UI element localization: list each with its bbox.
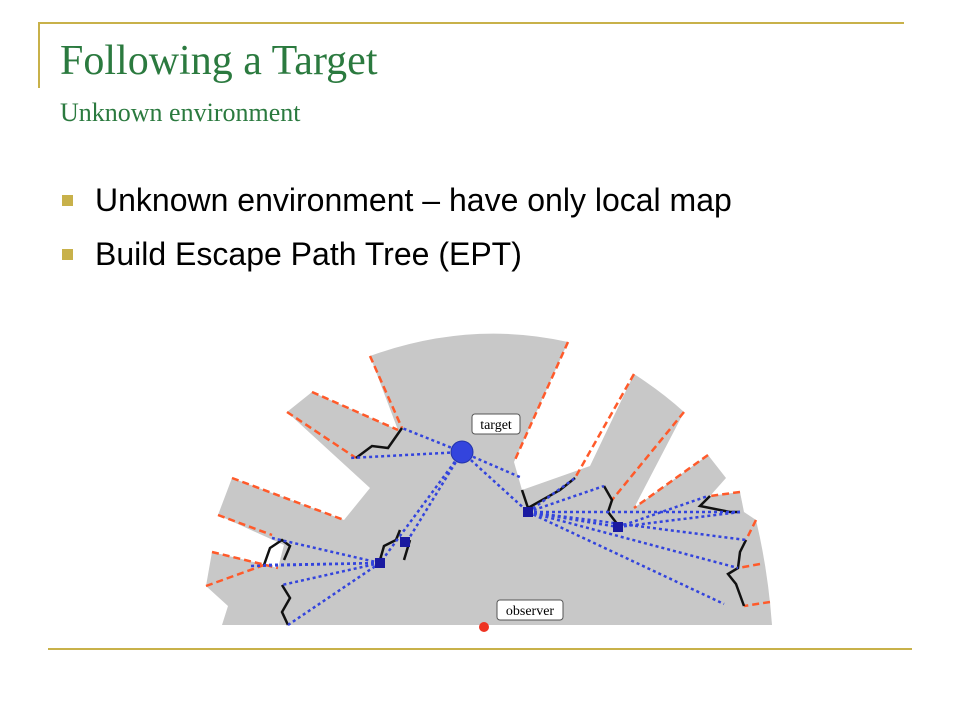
visible-region [206,333,772,625]
observer-label: observer [506,604,555,619]
tree-node [375,558,385,568]
bottom-rule [48,648,912,650]
tree-node [523,507,533,517]
bullet-text: Build Escape Path Tree (EPT) [95,236,522,272]
observer-label-box: observer [496,599,564,621]
square-bullet-icon [62,195,73,206]
tree-node [613,522,623,532]
tree-nodes [375,507,623,568]
square-bullet-icon [62,249,73,260]
top-rule [40,22,904,24]
bullet-item: Build Escape Path Tree (EPT) [60,232,732,286]
bullet-item: Unknown environment – have only local ma… [60,178,732,232]
observer-marker [479,622,489,632]
left-rule [38,22,40,88]
target-marker [450,440,474,464]
slide-title: Following a Target [60,38,378,84]
frontier-edges [205,341,771,608]
bullet-list: Unknown environment – have only local ma… [60,178,732,286]
target-label-box: target [471,413,521,435]
tree-node [400,537,410,547]
target-label: target [480,418,512,433]
slide-subtitle: Unknown environment [60,98,301,127]
bullet-text: Unknown environment – have only local ma… [95,182,732,218]
escape-paths [249,426,747,627]
